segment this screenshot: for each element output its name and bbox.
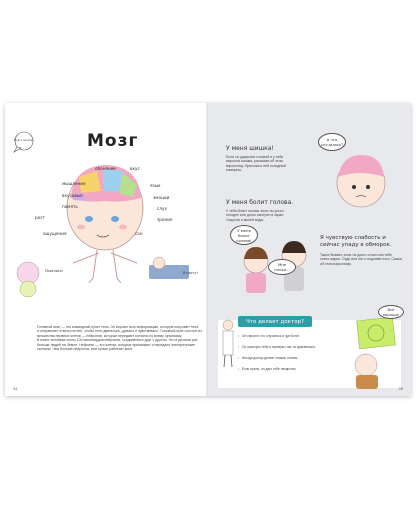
- text-line: множества нервных клеток — нейронов, кот…: [37, 333, 183, 338]
- doctor-icon: [222, 319, 234, 368]
- text-line: больше людей на Земле. Нейроны — это кле…: [37, 342, 196, 347]
- page-title: Мозг: [87, 131, 139, 151]
- brain-label: вкусовые: [62, 193, 83, 198]
- section-text: Если ты ударился головой и у тебя выросл…: [226, 155, 286, 173]
- brain-label: вкус: [130, 166, 140, 171]
- speech-text: Я расту!: [183, 271, 198, 275]
- section-text: Такое бывает, если ты долго стоял или те…: [320, 253, 402, 266]
- right-page: У меня шишка! Если ты ударился головой и…: [208, 103, 411, 396]
- text-line: и отправляет ответы на неё, чтобы тело д…: [37, 329, 202, 334]
- brain-label: эмоции: [153, 195, 170, 200]
- speech-text: Проснись!: [45, 269, 64, 273]
- brain-label: рост: [35, 215, 45, 220]
- text-line: В мозге человека около 100 миллиардов не…: [37, 338, 198, 343]
- doctor-bullet: Он осмотрит тебя и проверит, как ты двиг…: [238, 345, 332, 349]
- brain-label: ощущения: [43, 231, 67, 236]
- brain-label: сон: [135, 231, 143, 236]
- doctor-heading: Что делает доктор?: [238, 316, 312, 327]
- text-line: сигналы. Чем больше нейронов, тем лучше …: [37, 347, 133, 352]
- badge-text: Всё о мозге!: [14, 138, 34, 142]
- patient-illustration: [354, 353, 378, 389]
- brain-label: язык: [150, 183, 161, 188]
- section-heading: У меня болит голова.: [226, 199, 294, 206]
- doctor-bullet: Если нужно, он даст тебе лекарство.: [238, 367, 332, 371]
- section-heading: Я чувствую слабость и сейчас упаду в обм…: [320, 235, 392, 248]
- brain-label: мышление: [62, 181, 86, 186]
- baby-brain-icon: [16, 261, 40, 298]
- body-paragraph: Головной мозг — это командный пункт тела…: [37, 325, 205, 351]
- brain-label: обоняние: [95, 166, 116, 171]
- book-spread: Всё о мозге! Мозг обоняние вкус мышление…: [5, 103, 411, 396]
- doctor-bullet: Он спросит, что случилось и где болит.: [238, 334, 332, 338]
- page-number: 35: [398, 386, 403, 391]
- brain-illustration: [66, 165, 144, 283]
- brain-label: зрение: [157, 217, 173, 222]
- brain-label: память: [62, 204, 78, 209]
- speech-badge-icon: [13, 131, 34, 153]
- section-heading: У меня шишка!: [226, 145, 274, 152]
- section-text: У тебя болит голова, если ты устал, голо…: [226, 209, 285, 222]
- speech-bubble: Всё хорошо!: [378, 305, 404, 319]
- brain-label: слух: [157, 206, 167, 211]
- mri-scan-icon: [356, 317, 396, 349]
- doctor-bullet: Иногда доктор делает снимок головы.: [238, 356, 332, 360]
- speech-bubble: У меня болит голова!: [230, 225, 258, 245]
- left-page: Всё о мозге! Мозг обоняние вкус мышление…: [5, 103, 208, 396]
- speech-bubble: Мне плохо...: [268, 259, 296, 275]
- sleeping-child-icon: [149, 256, 189, 279]
- text-line: Головной мозг — это командный пункт тела…: [37, 325, 199, 329]
- child-head-illustration: [336, 155, 386, 208]
- page-number: 34: [13, 386, 18, 391]
- speech-bubble: А что случилось?: [318, 133, 346, 151]
